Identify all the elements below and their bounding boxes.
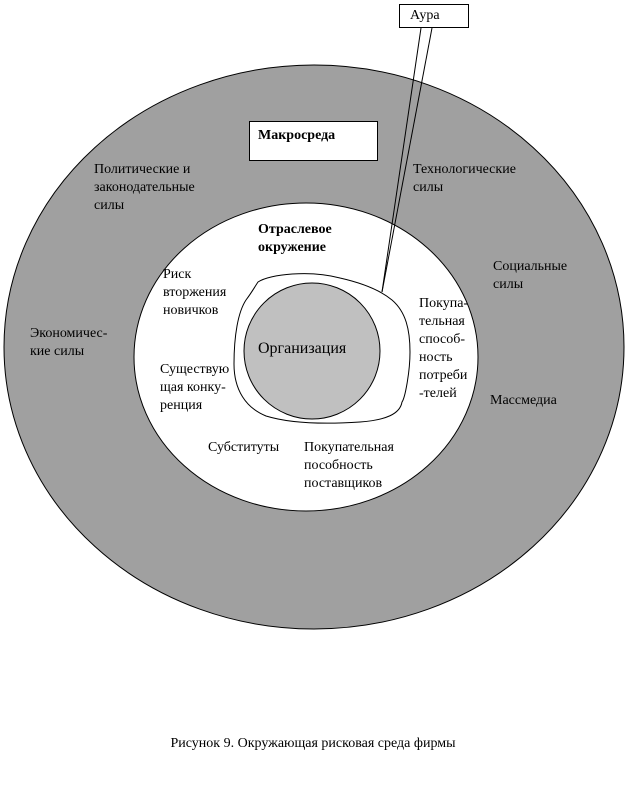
figure-caption: Рисунок 9. Окружающая рисковая среда фир… [170,736,456,751]
organization-label: Организация [258,340,347,357]
political-forces-label: Политические и законодательные силы [94,162,195,213]
existing-competition-label: Существую щая конку- ренция [160,362,230,413]
aura-label-box: Аура [399,4,469,28]
aura-boundary [233,273,411,424]
aura-pointer-line [381,27,422,293]
new-entrants-label: Риск вторжения новичков [163,267,227,318]
macro-label-box: Макросреда [249,121,378,161]
aura-pointer-line-2 [381,27,433,293]
social-forces-label: Социальные силы [493,259,568,292]
buyer-power-label: Покупа- тельная способ- ность потреби -т… [419,296,469,401]
economic-forces-label: Экономичес- кие силы [30,326,108,359]
industry-environment-label: Отраслевое окружение [258,222,332,255]
substitutes-label: Субституты [208,440,280,455]
mass-media-label: Массмедиа [490,393,557,408]
aura-label: Аура [410,8,440,23]
technological-forces-label: Технологические силы [413,162,516,195]
macro-label: Макросреда [258,128,336,143]
supplier-power-label: Покупательная пособность поставщиков [304,440,394,491]
organization-circle [243,282,381,420]
